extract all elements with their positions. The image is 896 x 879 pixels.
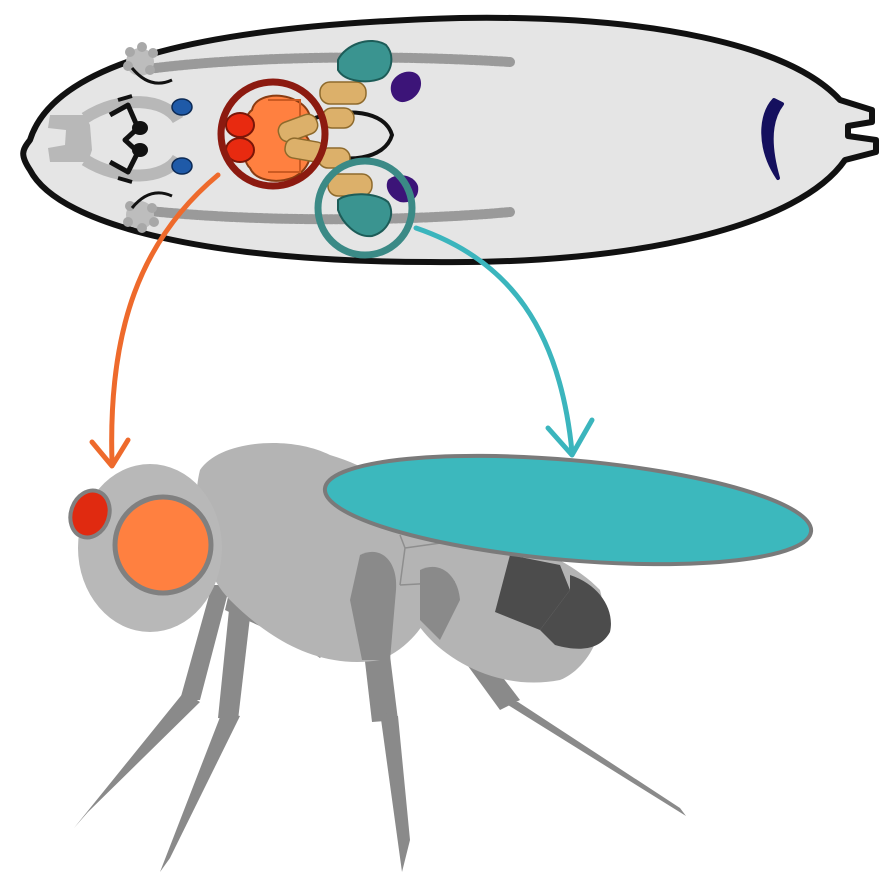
larva <box>23 18 876 262</box>
eye-antennal-disc-small-top <box>226 113 254 137</box>
blue-disc-bottom <box>172 158 192 174</box>
adult-fly <box>64 439 815 872</box>
blue-disc-top <box>172 99 192 115</box>
fly-compound-eye <box>115 497 211 593</box>
anterior-spiracle-top <box>123 42 158 76</box>
